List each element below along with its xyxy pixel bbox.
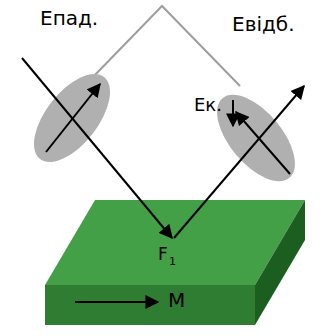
- label: Епад.: [40, 8, 98, 28]
- reflected-ray: [174, 86, 304, 238]
- polarization-ellipse: [19, 61, 124, 175]
- incident-ray: [22, 58, 172, 238]
- label: M: [168, 290, 185, 310]
- label: 1: [169, 256, 176, 267]
- sample-front: [45, 285, 255, 325]
- magnetization-arrow: [75, 301, 158, 303]
- e-reflected-vector: [236, 112, 290, 174]
- label: F: [158, 246, 168, 263]
- e-incident-vector: [46, 84, 100, 152]
- sample-side: [255, 200, 305, 325]
- guide-lines: [92, 6, 240, 86]
- label: Ек.: [194, 96, 222, 114]
- kerr-vector: [232, 100, 234, 126]
- label: Евідб.: [232, 14, 295, 34]
